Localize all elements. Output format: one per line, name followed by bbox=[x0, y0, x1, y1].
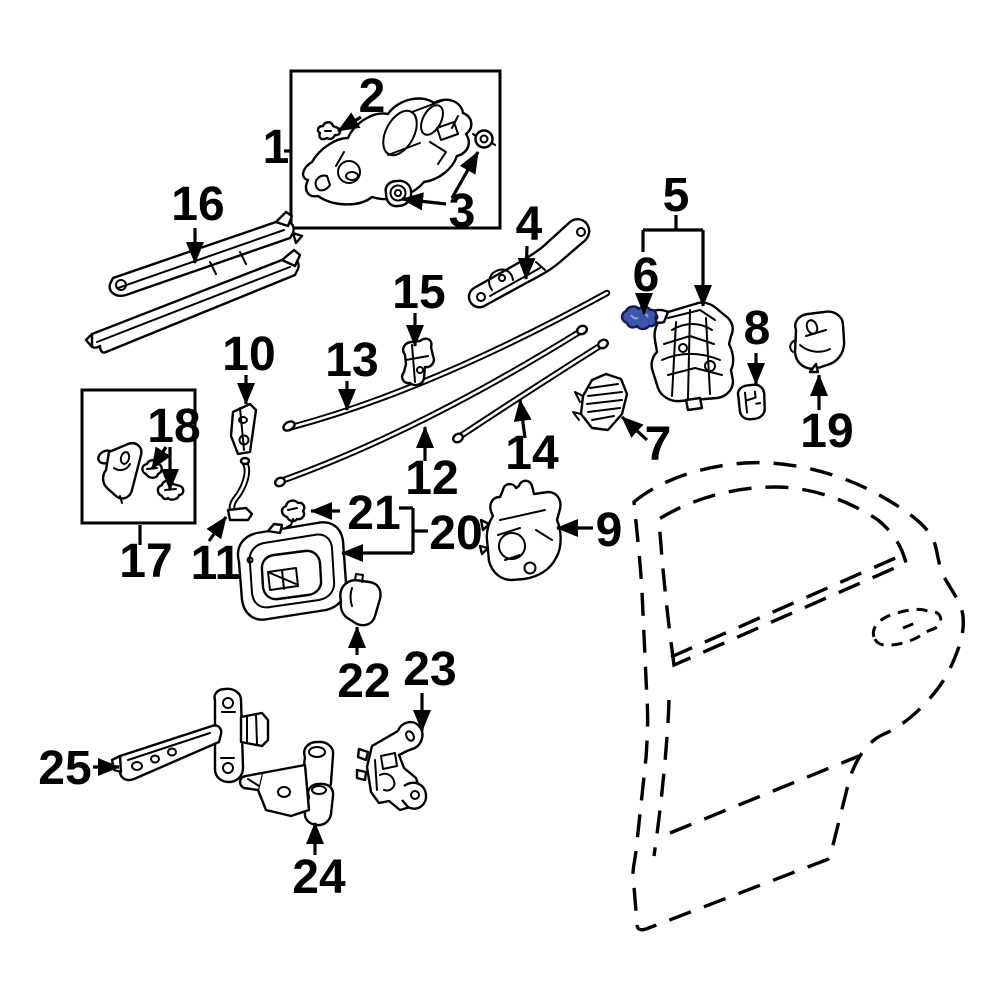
door-front-seam bbox=[652, 699, 671, 857]
callout-14: 14 bbox=[505, 399, 559, 480]
part-21-clip bbox=[280, 499, 306, 528]
callout-label-22: 22 bbox=[337, 655, 390, 708]
highlight-clip-shape bbox=[620, 305, 658, 331]
callout-18: 18 bbox=[147, 400, 201, 491]
inset-box-lock-clips bbox=[80, 388, 197, 525]
callout-label-18: 18 bbox=[147, 400, 200, 453]
callout-label-13: 13 bbox=[325, 334, 378, 387]
part-17-lock-lever bbox=[97, 442, 143, 504]
part-14-rod bbox=[452, 338, 609, 444]
part-12-rod bbox=[273, 324, 589, 488]
part-1-outer-handle-assembly bbox=[301, 97, 473, 206]
callout-label-16: 16 bbox=[171, 178, 224, 231]
callout-label-15: 15 bbox=[392, 266, 445, 319]
callout-label-19: 19 bbox=[800, 405, 853, 458]
callout-label-11: 11 bbox=[191, 537, 242, 590]
callout-label-10: 10 bbox=[222, 328, 275, 381]
callout-2: 2 bbox=[337, 70, 386, 133]
part-20-inner-handle-bezel bbox=[236, 521, 348, 621]
door-outline bbox=[631, 460, 965, 932]
callout-23: 23 bbox=[403, 643, 457, 732]
callout-13: 13 bbox=[325, 334, 379, 411]
part-6-rod-clip-highlighted bbox=[620, 305, 658, 331]
callout-label-9: 9 bbox=[596, 504, 623, 557]
callout-9: 9 bbox=[556, 504, 623, 557]
callout-label-14: 14 bbox=[505, 427, 559, 480]
callout-5: 5 bbox=[641, 169, 712, 307]
part-23-hinge bbox=[355, 720, 428, 812]
callout-10: 10 bbox=[222, 328, 276, 405]
part-2-clip bbox=[316, 121, 342, 141]
callout-7: 7 bbox=[620, 415, 672, 471]
door-belt-line bbox=[670, 554, 901, 659]
callout-label-2: 2 bbox=[359, 70, 386, 123]
part-10-bracket bbox=[229, 402, 258, 456]
callout-3: 3 bbox=[401, 151, 480, 238]
callout-label-1: 1 bbox=[263, 121, 290, 174]
part-7-bracket bbox=[572, 372, 629, 432]
callout-4: 4 bbox=[516, 198, 543, 280]
callout-19: 19 bbox=[800, 374, 854, 458]
callout-label-12: 12 bbox=[405, 452, 458, 505]
callout-label-17: 17 bbox=[119, 535, 172, 588]
callout-label-4: 4 bbox=[516, 198, 543, 251]
callout-label-7: 7 bbox=[645, 418, 672, 471]
callout-label-24: 24 bbox=[292, 851, 346, 904]
part-9-latch bbox=[478, 479, 562, 582]
part-11-rod bbox=[226, 456, 254, 522]
callout-15: 15 bbox=[392, 266, 446, 347]
callout-label-20: 20 bbox=[429, 507, 482, 560]
door-panel-line bbox=[669, 754, 860, 835]
part-24-hinge bbox=[238, 740, 335, 827]
callout-25: 25 bbox=[38, 742, 120, 795]
callout-11: 11 bbox=[191, 516, 242, 590]
part-13-rod bbox=[282, 289, 611, 432]
callout-label-21: 21 bbox=[347, 487, 400, 540]
callout-8: 8 bbox=[744, 302, 771, 385]
callout-24: 24 bbox=[292, 822, 346, 904]
callout-1: 1 bbox=[263, 121, 291, 174]
callout-20: 20 bbox=[341, 506, 483, 562]
callout-label-23: 23 bbox=[403, 643, 456, 696]
callout-22: 22 bbox=[337, 626, 391, 708]
callout-label-8: 8 bbox=[744, 302, 771, 355]
door-window-frame bbox=[657, 485, 908, 668]
callout-6: 6 bbox=[633, 249, 660, 315]
part-25-door-check bbox=[110, 687, 270, 784]
inset-box-outer-handle bbox=[289, 69, 502, 230]
part-22-cap bbox=[339, 573, 382, 627]
part-5-lock-actuator bbox=[644, 301, 735, 412]
callout-16: 16 bbox=[171, 178, 225, 264]
callout-label-3: 3 bbox=[449, 185, 476, 238]
part-19-bracket bbox=[789, 310, 846, 374]
callout-17: 17 bbox=[119, 525, 173, 588]
part-8-grommet bbox=[736, 383, 766, 421]
callout-21: 21 bbox=[310, 487, 401, 540]
callout-12: 12 bbox=[405, 426, 459, 505]
callout-label-6: 6 bbox=[633, 249, 660, 302]
callout-label-25: 25 bbox=[38, 742, 91, 795]
callout-label-5: 5 bbox=[663, 169, 690, 222]
